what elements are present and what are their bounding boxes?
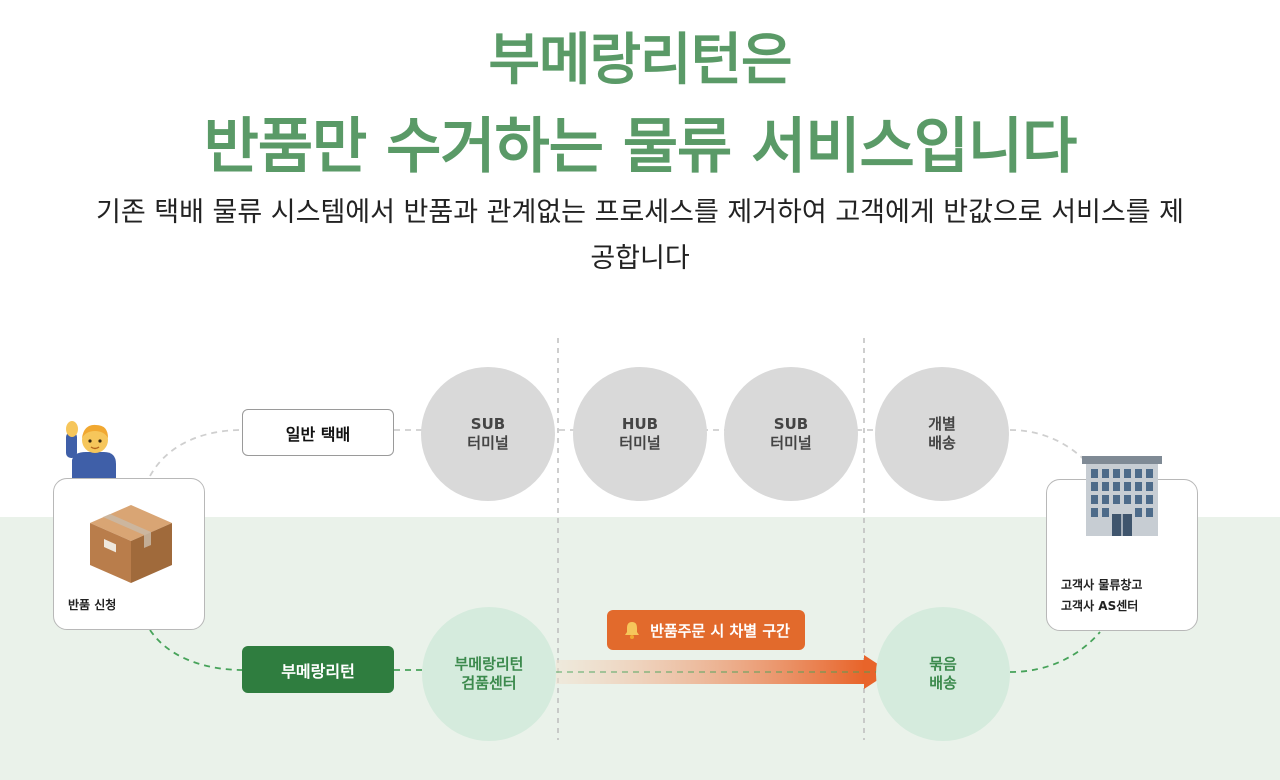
boomerang-route-line — [149, 629, 1101, 673]
step-hub-terminal: HUB 터미널 — [573, 367, 707, 501]
bell-icon — [625, 622, 640, 639]
step-title: SUB — [773, 415, 809, 433]
headline-line-2: 반품만 수거하는 물류 서비스입니다 — [203, 112, 1078, 182]
step-subtitle: 터미널 — [467, 434, 509, 452]
step-title: SUB — [470, 415, 506, 433]
office-building-icon — [1082, 456, 1162, 536]
customer-warehouse-card: 고객사 물류창고 고객사 AS센터 — [1046, 479, 1198, 631]
description-line-2: 공합니다 — [590, 243, 690, 274]
difference-section-badge: 반품주문 시 차별 구간 — [607, 610, 805, 650]
headline-line-1: 부메랑리턴은 — [488, 28, 792, 93]
normal-courier-label: 일반 택배 — [242, 409, 394, 456]
description: 기존 택배 물류 시스템에서 반품과 관계없는 프로세스를 제거하여 고객에게 … — [40, 190, 1240, 282]
step-subtitle: 터미널 — [770, 434, 812, 452]
step-subtitle: 배송 — [928, 434, 956, 452]
step-title: 묶음 — [929, 655, 957, 673]
return-request-card: 반품 신청 — [53, 478, 205, 630]
step-title: 부메랑리턴 — [454, 655, 524, 673]
step-sub-terminal-2: SUB 터미널 — [724, 367, 858, 501]
step-inspection-center: 부메랑리턴 검품센터 — [422, 607, 556, 741]
description-line-1: 기존 택배 물류 시스템에서 반품과 관계없는 프로세스를 제거하여 고객에게 … — [95, 197, 1184, 228]
building-windows — [1091, 469, 1153, 517]
return-request-label: 반품 신청 — [68, 598, 117, 612]
step-subtitle: 검품센터 — [461, 674, 517, 692]
person-raising-hand-icon — [66, 421, 116, 480]
package-box-icon — [90, 505, 172, 583]
boomerang-return-label: 부메랑리턴 — [242, 646, 394, 693]
customer-as-center-label: 고객사 AS센터 — [1061, 599, 1139, 613]
difference-section-text: 반품주문 시 차별 구간 — [650, 621, 790, 640]
customer-warehouse-label: 고객사 물류창고 — [1061, 578, 1143, 592]
step-individual-delivery: 개별 배송 — [875, 367, 1009, 501]
step-title: HUB — [621, 415, 659, 433]
step-sub-terminal-1: SUB 터미널 — [421, 367, 555, 501]
step-subtitle: 배송 — [929, 674, 957, 692]
step-subtitle: 터미널 — [619, 434, 661, 452]
step-title: 개별 — [928, 415, 956, 433]
step-bundle-delivery: 묶음 배송 — [876, 607, 1010, 741]
